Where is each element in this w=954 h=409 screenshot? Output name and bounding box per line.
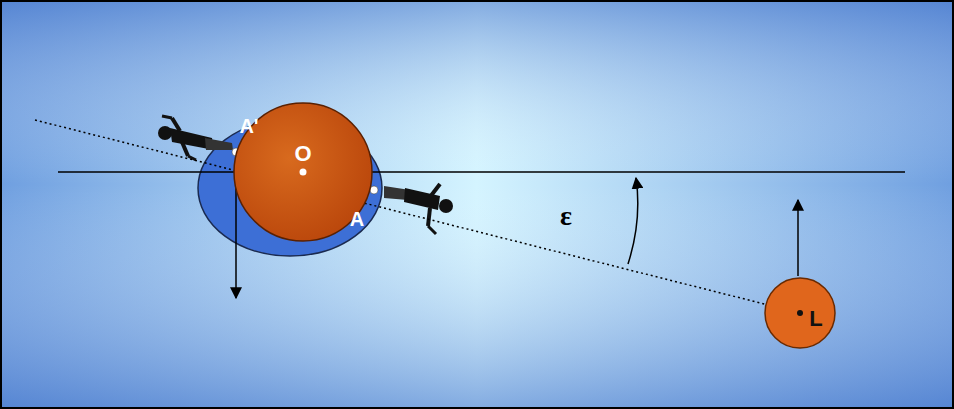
moon-circle <box>765 278 835 348</box>
center-point <box>797 310 803 316</box>
angle-label: ε <box>560 202 572 230</box>
force-arrow <box>235 185 237 298</box>
earth-circle <box>234 103 372 241</box>
point-label: A <box>350 209 364 229</box>
alignment-line <box>35 120 800 313</box>
center-point <box>300 169 307 176</box>
moon-label: L <box>809 308 822 330</box>
axis-line <box>58 171 905 173</box>
surface-point <box>370 186 378 194</box>
swimmer-figure <box>384 184 453 234</box>
force-arrow <box>797 200 799 276</box>
moon-circle: L <box>764 277 836 349</box>
point-label: O <box>294 143 311 165</box>
point-label: A' <box>239 116 258 136</box>
swimmer-figure <box>158 116 233 160</box>
angle-arc <box>628 178 638 264</box>
node-outline <box>764 277 836 349</box>
